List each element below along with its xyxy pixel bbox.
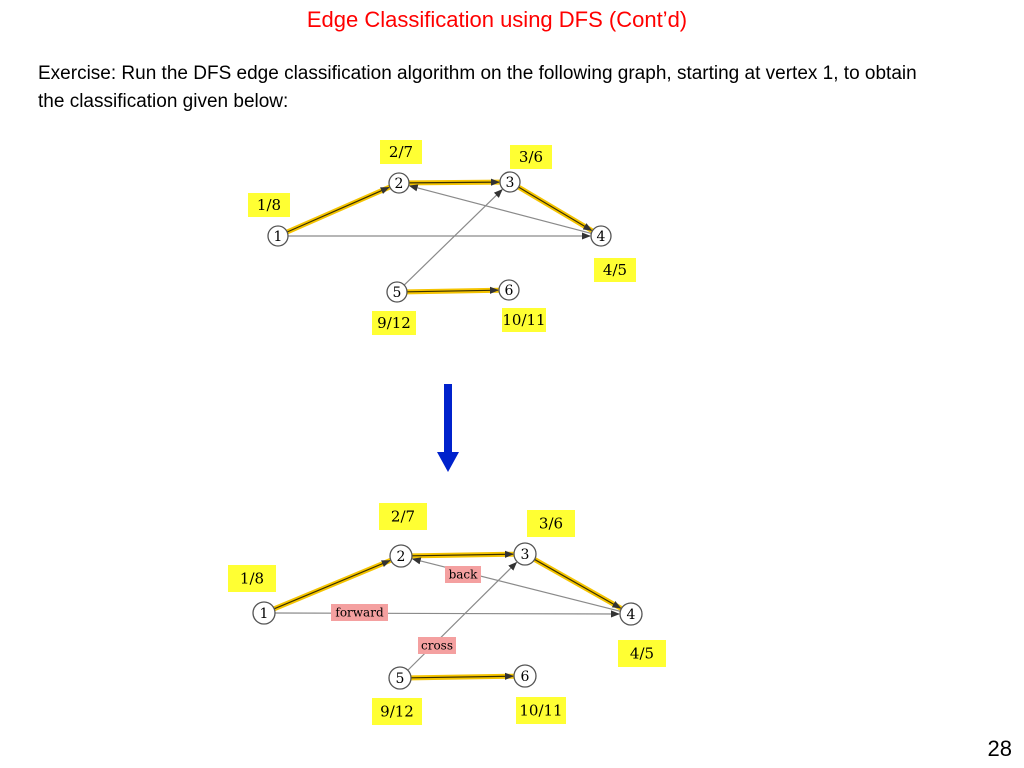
bottom-time-box-1	[228, 565, 276, 592]
bottom-time-1: 1/8	[240, 570, 264, 588]
top-time-box-1	[248, 193, 290, 217]
bottom-time-box-4	[618, 640, 666, 667]
top-node-label-3: 3	[506, 175, 515, 191]
bottom-edge-3-4	[534, 558, 622, 609]
top-time-1: 1/8	[257, 196, 281, 214]
top-node-5	[386, 281, 408, 303]
bottom-time-2: 2/7	[391, 508, 415, 526]
slide-title: Edge Classification using DFS (Cont’d)	[306, 7, 688, 32]
bottom-time-box-5	[372, 698, 422, 725]
bottom-node-2	[389, 544, 413, 568]
bottom-node-label-1: 1	[260, 606, 269, 622]
bottom-node-1	[252, 601, 276, 625]
top-time-box-5	[372, 311, 416, 335]
top-node-label-2: 2	[395, 176, 404, 192]
arrow-head	[437, 452, 459, 472]
exercise-text: Exercise: Run the DFS edge classificatio…	[38, 63, 917, 112]
top-edge-3-4	[518, 186, 593, 231]
bottom-time-box-6	[516, 697, 566, 724]
top-time-box-6	[502, 308, 546, 332]
top-time-4: 4/5	[603, 261, 627, 279]
bottom-edge-tag-forward: forward	[335, 606, 384, 620]
bottom-node-label-4: 4	[627, 607, 636, 623]
bottom-time-6: 10/11	[519, 702, 562, 720]
top-edge-5-3	[403, 189, 503, 286]
top-node-label-4: 4	[597, 229, 606, 245]
graph-top: 1 2 3 4 5 6 1/8 2/7 3/6 4/5 9/12 10/11	[248, 140, 636, 335]
bottom-time-3: 3/6	[539, 515, 563, 533]
top-node-label-5: 5	[393, 285, 402, 301]
top-time-box-3	[510, 145, 552, 169]
top-node-6	[498, 279, 520, 301]
top-edge-4-2	[408, 184, 592, 235]
bottom-edge-1-2	[273, 560, 391, 610]
bottom-node-6	[513, 664, 537, 688]
bottom-node-4	[619, 602, 643, 626]
top-time-6: 10/11	[502, 311, 545, 329]
bottom-node-label-3: 3	[521, 547, 530, 563]
bottom-edge-tag-bg-back	[445, 566, 481, 583]
bottom-node-label-6: 6	[521, 669, 530, 685]
bottom-node-3	[513, 542, 537, 566]
top-time-3: 3/6	[519, 148, 543, 166]
bottom-time-5: 9/12	[380, 703, 414, 721]
top-node-4	[590, 225, 612, 247]
top-time-box-4	[594, 258, 636, 282]
top-edge-1-2	[286, 186, 390, 233]
bottom-time-4: 4/5	[630, 645, 654, 663]
top-node-3	[499, 171, 521, 193]
top-edge-2-3	[408, 178, 500, 186]
bottom-edge-1-4	[274, 610, 620, 618]
top-time-5: 9/12	[377, 314, 411, 332]
bottom-time-box-2	[379, 503, 427, 530]
bottom-edge-tag-bg-forward	[331, 604, 388, 621]
bottom-edge-2-3	[411, 550, 514, 558]
bottom-node-label-2: 2	[397, 549, 406, 565]
bottom-time-box-3	[527, 510, 575, 537]
bottom-edge-tag-bg-cross	[418, 637, 456, 654]
bottom-node-5	[388, 666, 412, 690]
top-node-label-1: 1	[274, 229, 283, 245]
top-node-2	[388, 172, 410, 194]
arrow-shaft	[444, 384, 452, 454]
top-node-label-6: 6	[505, 283, 514, 299]
bottom-edge-4-2	[411, 557, 621, 612]
top-time-box-2	[380, 140, 422, 164]
bottom-edge-tag-back: back	[449, 568, 479, 582]
bottom-node-label-5: 5	[396, 671, 405, 687]
top-time-2: 2/7	[389, 143, 413, 161]
page-number: 28	[987, 736, 1012, 761]
arrow-down-icon	[437, 384, 459, 472]
bottom-edge-tag-cross: cross	[421, 639, 453, 653]
bottom-edge-5-6	[410, 672, 514, 680]
top-edge-5-6	[406, 286, 499, 294]
top-node-1	[267, 225, 289, 247]
